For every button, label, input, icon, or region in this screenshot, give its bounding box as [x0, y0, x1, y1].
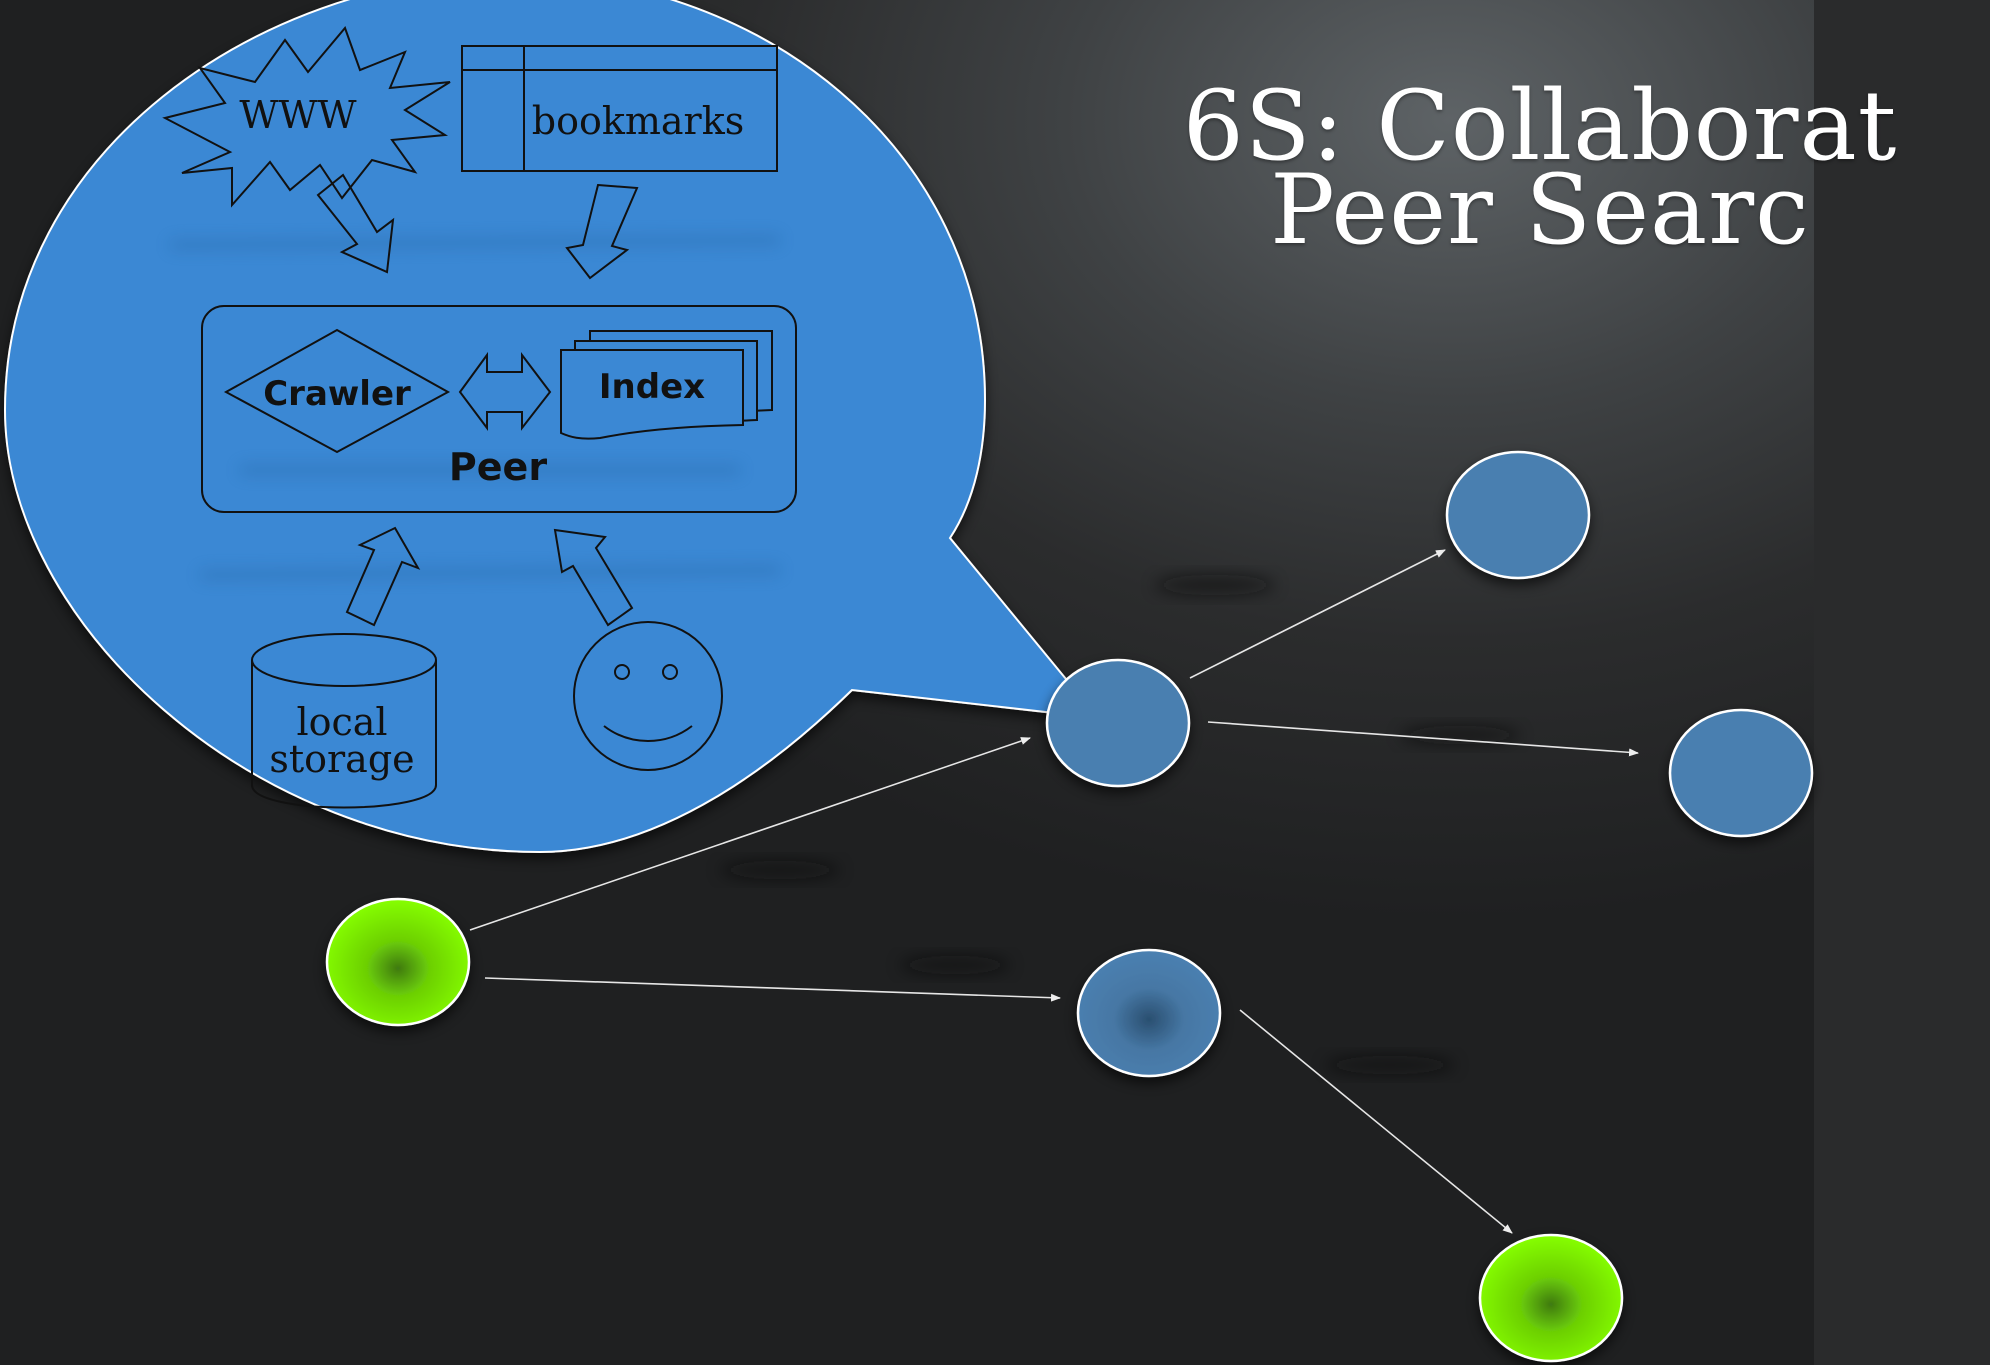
peer-node-d[interactable]: [1668, 708, 1814, 838]
local-storage-line2: storage: [269, 737, 414, 781]
down-arrow-www-icon: [316, 173, 395, 274]
querier-node-2[interactable]: [1478, 1233, 1624, 1363]
www-label: WWW: [239, 93, 356, 137]
arrow-querier1-to-peer-a: [469, 737, 1031, 931]
index-label: Index: [599, 367, 705, 407]
bubble-ghost-marks: [169, 235, 781, 580]
down-arrow-icons: [316, 173, 639, 280]
arrow-peer-c-to-querier2: [1239, 1009, 1513, 1234]
index-documents-icon: Index: [560, 330, 773, 440]
connection-arrows: [469, 549, 1639, 1234]
slide-title: 6S: Collaborat Peer Searc: [1090, 70, 1990, 266]
down-arrow-bookmarks-icon: [565, 183, 639, 280]
querier-node-1[interactable]: [325, 897, 471, 1027]
peer-label: Peer: [449, 445, 547, 489]
slide: WWW bookmarks Peer Crawler: [0, 0, 1896, 1365]
local-storage-cylinder-icon: local storage: [251, 633, 437, 809]
double-arrow-icon: [458, 351, 552, 431]
arrow-peer-a-to-peer-b: [1189, 549, 1446, 679]
up-arrow-icons: [345, 526, 634, 627]
local-storage-line1: local: [296, 700, 387, 744]
speech-bubble: [3, 0, 1101, 854]
user-smiley-icon: [573, 621, 723, 771]
up-arrow-storage-icon: [345, 526, 421, 627]
bookmarks-icon: bookmarks: [461, 45, 778, 172]
bookmarks-label: bookmarks: [532, 99, 745, 143]
network-diagram: WWW bookmarks Peer Crawler: [3, 0, 1814, 1363]
background-smudges: [720, 575, 1520, 1074]
arrow-peer-a-to-peer-d: [1207, 721, 1639, 757]
speech-bubble-shape: [3, 0, 1101, 854]
peer-node-a[interactable]: [1045, 658, 1191, 788]
crawler-label: Crawler: [263, 374, 411, 414]
peer-node-b[interactable]: [1445, 450, 1591, 580]
title-line-2: Peer Searc: [1270, 154, 1810, 266]
title-line-1: 6S: Collaborat: [1182, 70, 1898, 182]
network-nodes: [325, 450, 1814, 1363]
www-starburst: WWW: [162, 26, 451, 208]
up-arrow-user-icon: [553, 528, 634, 627]
crawler-diamond: Crawler: [223, 328, 451, 454]
peer-box: Peer: [201, 305, 797, 513]
peer-node-c[interactable]: [1076, 948, 1222, 1078]
arrow-querier1-to-peer-c: [484, 977, 1061, 1002]
